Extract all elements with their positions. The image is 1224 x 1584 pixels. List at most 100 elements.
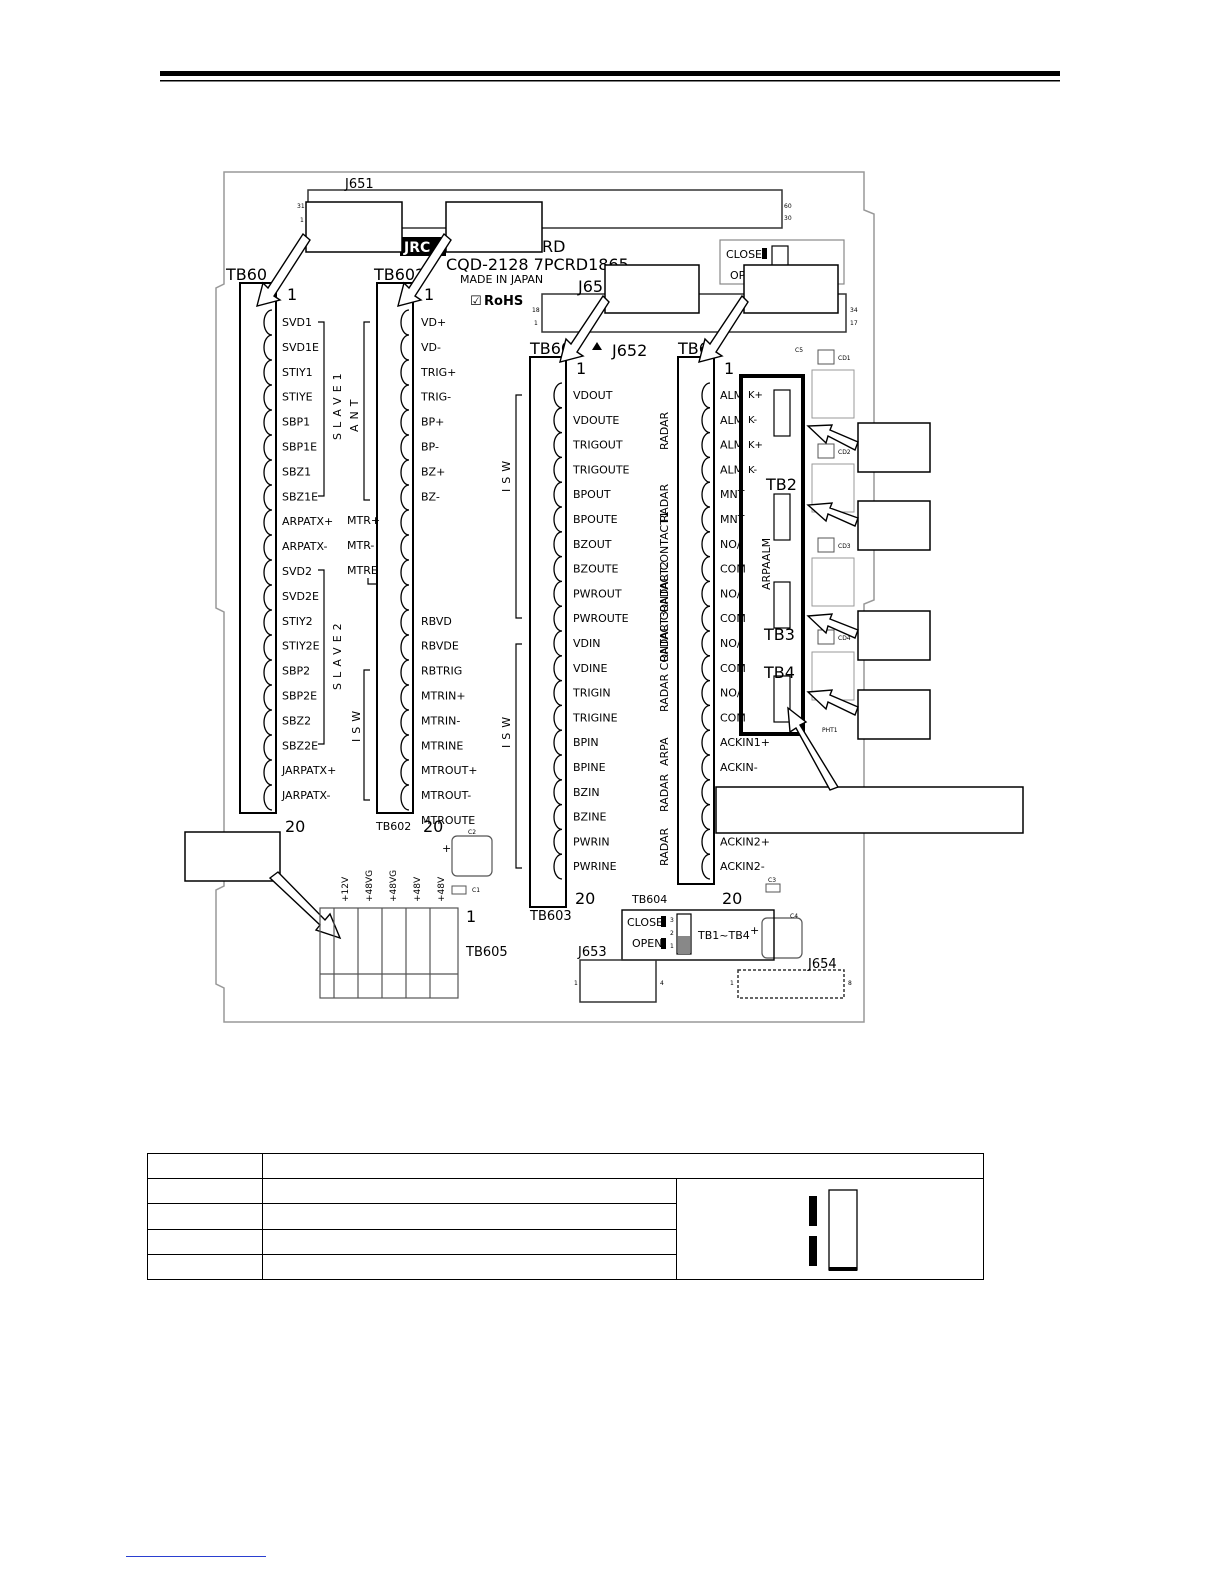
- tb604-pin-label: ACKIN2-: [720, 860, 765, 873]
- tb603-pin-label: BPOUTE: [573, 513, 618, 526]
- tb604-group-label: RADAR: [658, 773, 671, 812]
- j651-pin: 1: [300, 217, 304, 224]
- tb601-pin-label: STIY2E: [282, 640, 320, 653]
- arrow-tb3: [806, 613, 859, 639]
- tb601-pin-label: SVD1E: [282, 341, 319, 354]
- tb604-pin-label: ALM: [720, 389, 743, 402]
- tb602-pin-label: RBVD: [421, 615, 452, 628]
- jumper-bottom-close: CLOSE: [627, 916, 663, 929]
- isw-top-bracket: [515, 394, 522, 619]
- jumper-pin: 3: [670, 917, 674, 924]
- tb605-pin-label: +48V: [437, 876, 447, 902]
- slave1-group-label: SLAVE1: [331, 368, 344, 440]
- tb603-pin-label: BPIN: [573, 736, 599, 749]
- jumper-top-close: CLOSE: [726, 248, 762, 261]
- tb601-pin-label: STIY2: [282, 615, 313, 628]
- tb603-pin-label: VDOUT: [573, 389, 613, 402]
- j652-pin: 1: [534, 320, 538, 327]
- callout-arrows: [256, 232, 859, 940]
- c4-part: [761, 917, 803, 959]
- table-row: [147, 1253, 984, 1281]
- callout-tb605: [184, 831, 281, 882]
- c4-plus: +: [750, 924, 759, 937]
- slave1-bracket: [318, 321, 325, 497]
- c2-plus: +: [442, 842, 451, 855]
- tb601-pin-label: SBZ2E: [282, 739, 318, 752]
- tb604-pin1: 1: [724, 359, 734, 378]
- logo-suffix: RD: [542, 237, 565, 256]
- j654-connector: [737, 969, 845, 999]
- pht1-label: PHT1: [822, 727, 838, 734]
- mtre-label: MTRE: [347, 564, 378, 577]
- tb604-bottom-label: TB604: [631, 893, 667, 906]
- j653-connector: [579, 959, 657, 1003]
- tb603-pin-label: TRIGIN: [572, 687, 611, 700]
- table-cell: [261, 1228, 678, 1255]
- tb605-pin-label: +48V: [413, 876, 423, 902]
- cd4-label: CD4: [838, 635, 851, 642]
- j652-pin: 17: [850, 320, 858, 327]
- tb603-pin20: 20: [575, 889, 595, 908]
- arrow-tb603: [559, 294, 610, 363]
- isw-left-bracket: [363, 669, 370, 801]
- board-origin: MADE IN JAPAN: [460, 273, 543, 286]
- tb602-pin-label: BP+: [421, 416, 444, 429]
- arrow-tb601: [256, 232, 311, 307]
- tb605-pin-label: +48VG: [365, 870, 375, 902]
- tb602-pin20: 20: [423, 817, 443, 836]
- board-outline: [215, 171, 875, 1023]
- table-cell: [147, 1228, 263, 1255]
- tb2-label: TB2: [765, 475, 797, 494]
- warning-triangle-icon: [592, 342, 602, 350]
- table-cell: [261, 1203, 678, 1230]
- c2-part: [451, 835, 493, 877]
- cd3-part: [817, 537, 835, 553]
- tb604-group-label: RADAR: [658, 411, 671, 450]
- tb601-scallops: [263, 309, 273, 811]
- tb603-pin-label: TRIGINE: [572, 711, 618, 724]
- tb604-group-label: RADAR CONTACT1: [658, 511, 671, 612]
- j654-pin: 1: [730, 980, 734, 987]
- tb601-pin20: 20: [285, 817, 305, 836]
- jrc-logo: JRC: [403, 240, 430, 256]
- tb4-label: TB4: [763, 663, 795, 682]
- tb603-scallops: [553, 382, 563, 880]
- tb601-pin-label: JARPATX-: [281, 789, 331, 802]
- tb603-bottom-label: TB603: [529, 909, 572, 924]
- tb605-block: [319, 907, 459, 999]
- tb603-pin-label: BZIN: [573, 786, 600, 799]
- j653-pin: 1: [574, 980, 578, 987]
- callout-tb604: [743, 264, 839, 314]
- arrow-tb602: [397, 232, 452, 307]
- jumper-bottom-mark-2: [661, 938, 666, 949]
- header-rule-thin: [160, 80, 1060, 82]
- tb601-pin-label: SBP2E: [282, 690, 317, 703]
- jumper-bottom-cap-fill: [678, 936, 690, 954]
- tb605-label: TB605: [465, 945, 508, 960]
- tb604-pin-label: NO/: [720, 687, 741, 700]
- callout-tb602: [445, 201, 543, 253]
- tb603-pin-label: BZOUTE: [573, 563, 619, 576]
- tb603-pin-label: BPOUT: [573, 488, 611, 501]
- jumper-diagram-cell: [676, 1178, 984, 1280]
- footer-link-underline[interactable]: [126, 1556, 266, 1557]
- j652-label: J652: [611, 341, 647, 360]
- tb602-pin-label: VD-: [421, 341, 441, 354]
- tb605-pin-labels: +12V+48VG+48VG+48V+48V: [341, 870, 447, 902]
- tb603-pin-label: PWRIN: [573, 835, 610, 848]
- ant-group-label: ANT: [348, 395, 361, 432]
- tb602-pin-label: TRIG+: [420, 366, 456, 379]
- tb601-pin-label: SVD2: [282, 565, 312, 578]
- tb603-pin-label: PWRINE: [573, 860, 617, 873]
- j652-pin: 18: [532, 307, 540, 314]
- table-cell: [147, 1153, 263, 1179]
- tb603-pin-label: TRIGOUT: [572, 439, 623, 452]
- tb604-pin-label: NO/: [720, 637, 741, 650]
- j651-pin: 30: [784, 215, 792, 222]
- tb601-label: TB60: [225, 265, 267, 284]
- isw-top-group-label: ISW: [500, 456, 513, 492]
- tb604-group-label: RADAR: [658, 483, 671, 522]
- table-cell: [261, 1253, 678, 1281]
